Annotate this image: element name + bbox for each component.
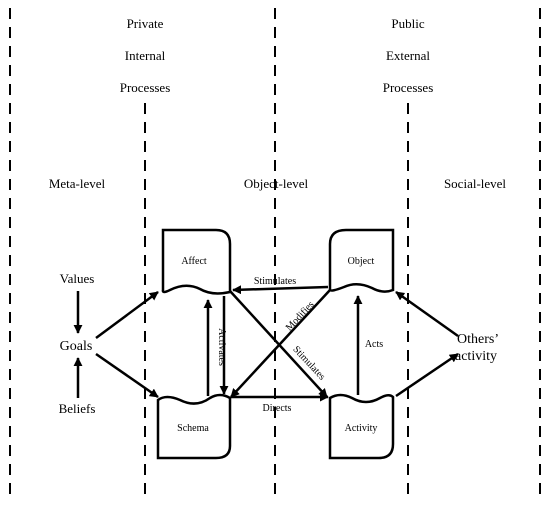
beliefs-label: Beliefs — [59, 401, 96, 416]
activity-box — [328, 393, 395, 460]
object-to-schema-arrow — [230, 289, 331, 398]
header-public-line1: Public — [391, 16, 424, 31]
modifies-label: Modifies — [284, 299, 317, 333]
goals-to-schema-arrow — [95, 352, 159, 399]
social-level-label: Social-level — [444, 176, 506, 191]
affect-box-label: Affect — [181, 256, 207, 267]
others-to-object-arrow — [395, 290, 459, 338]
activity-box-label: Activity — [345, 423, 378, 434]
affect-to-activity-arrow — [229, 290, 328, 398]
affect-box — [161, 228, 232, 295]
stimulates-top-label: Stimulates — [254, 276, 296, 287]
goals-label: Goals — [60, 339, 93, 354]
schema-box — [156, 393, 232, 460]
meta-level-label: Meta-level — [49, 176, 106, 191]
activity-to-others-arrow — [395, 352, 459, 398]
header-private-line3: Processes — [120, 80, 171, 95]
object-level-label: Object-level — [244, 176, 309, 191]
header-public-line3: Processes — [383, 80, 434, 95]
values-label: Values — [60, 271, 95, 286]
schema-box-label: Schema — [177, 423, 209, 434]
others-activity-label-line1: Others’ — [457, 332, 499, 347]
acts-label: Acts — [365, 339, 383, 350]
header-private-line1: Private — [127, 16, 164, 31]
object-to-affect-arrow — [232, 285, 329, 295]
others-activity-label-line2: activity — [455, 349, 497, 364]
goals-to-affect-arrow — [95, 290, 159, 340]
header-private-line2: Internal — [125, 48, 166, 63]
object-box-label: Object — [348, 256, 375, 267]
header-public-line2: External — [386, 48, 430, 63]
activates-label: Activates — [216, 328, 227, 366]
object-box — [328, 228, 395, 293]
directs-label: Directs — [263, 403, 292, 414]
